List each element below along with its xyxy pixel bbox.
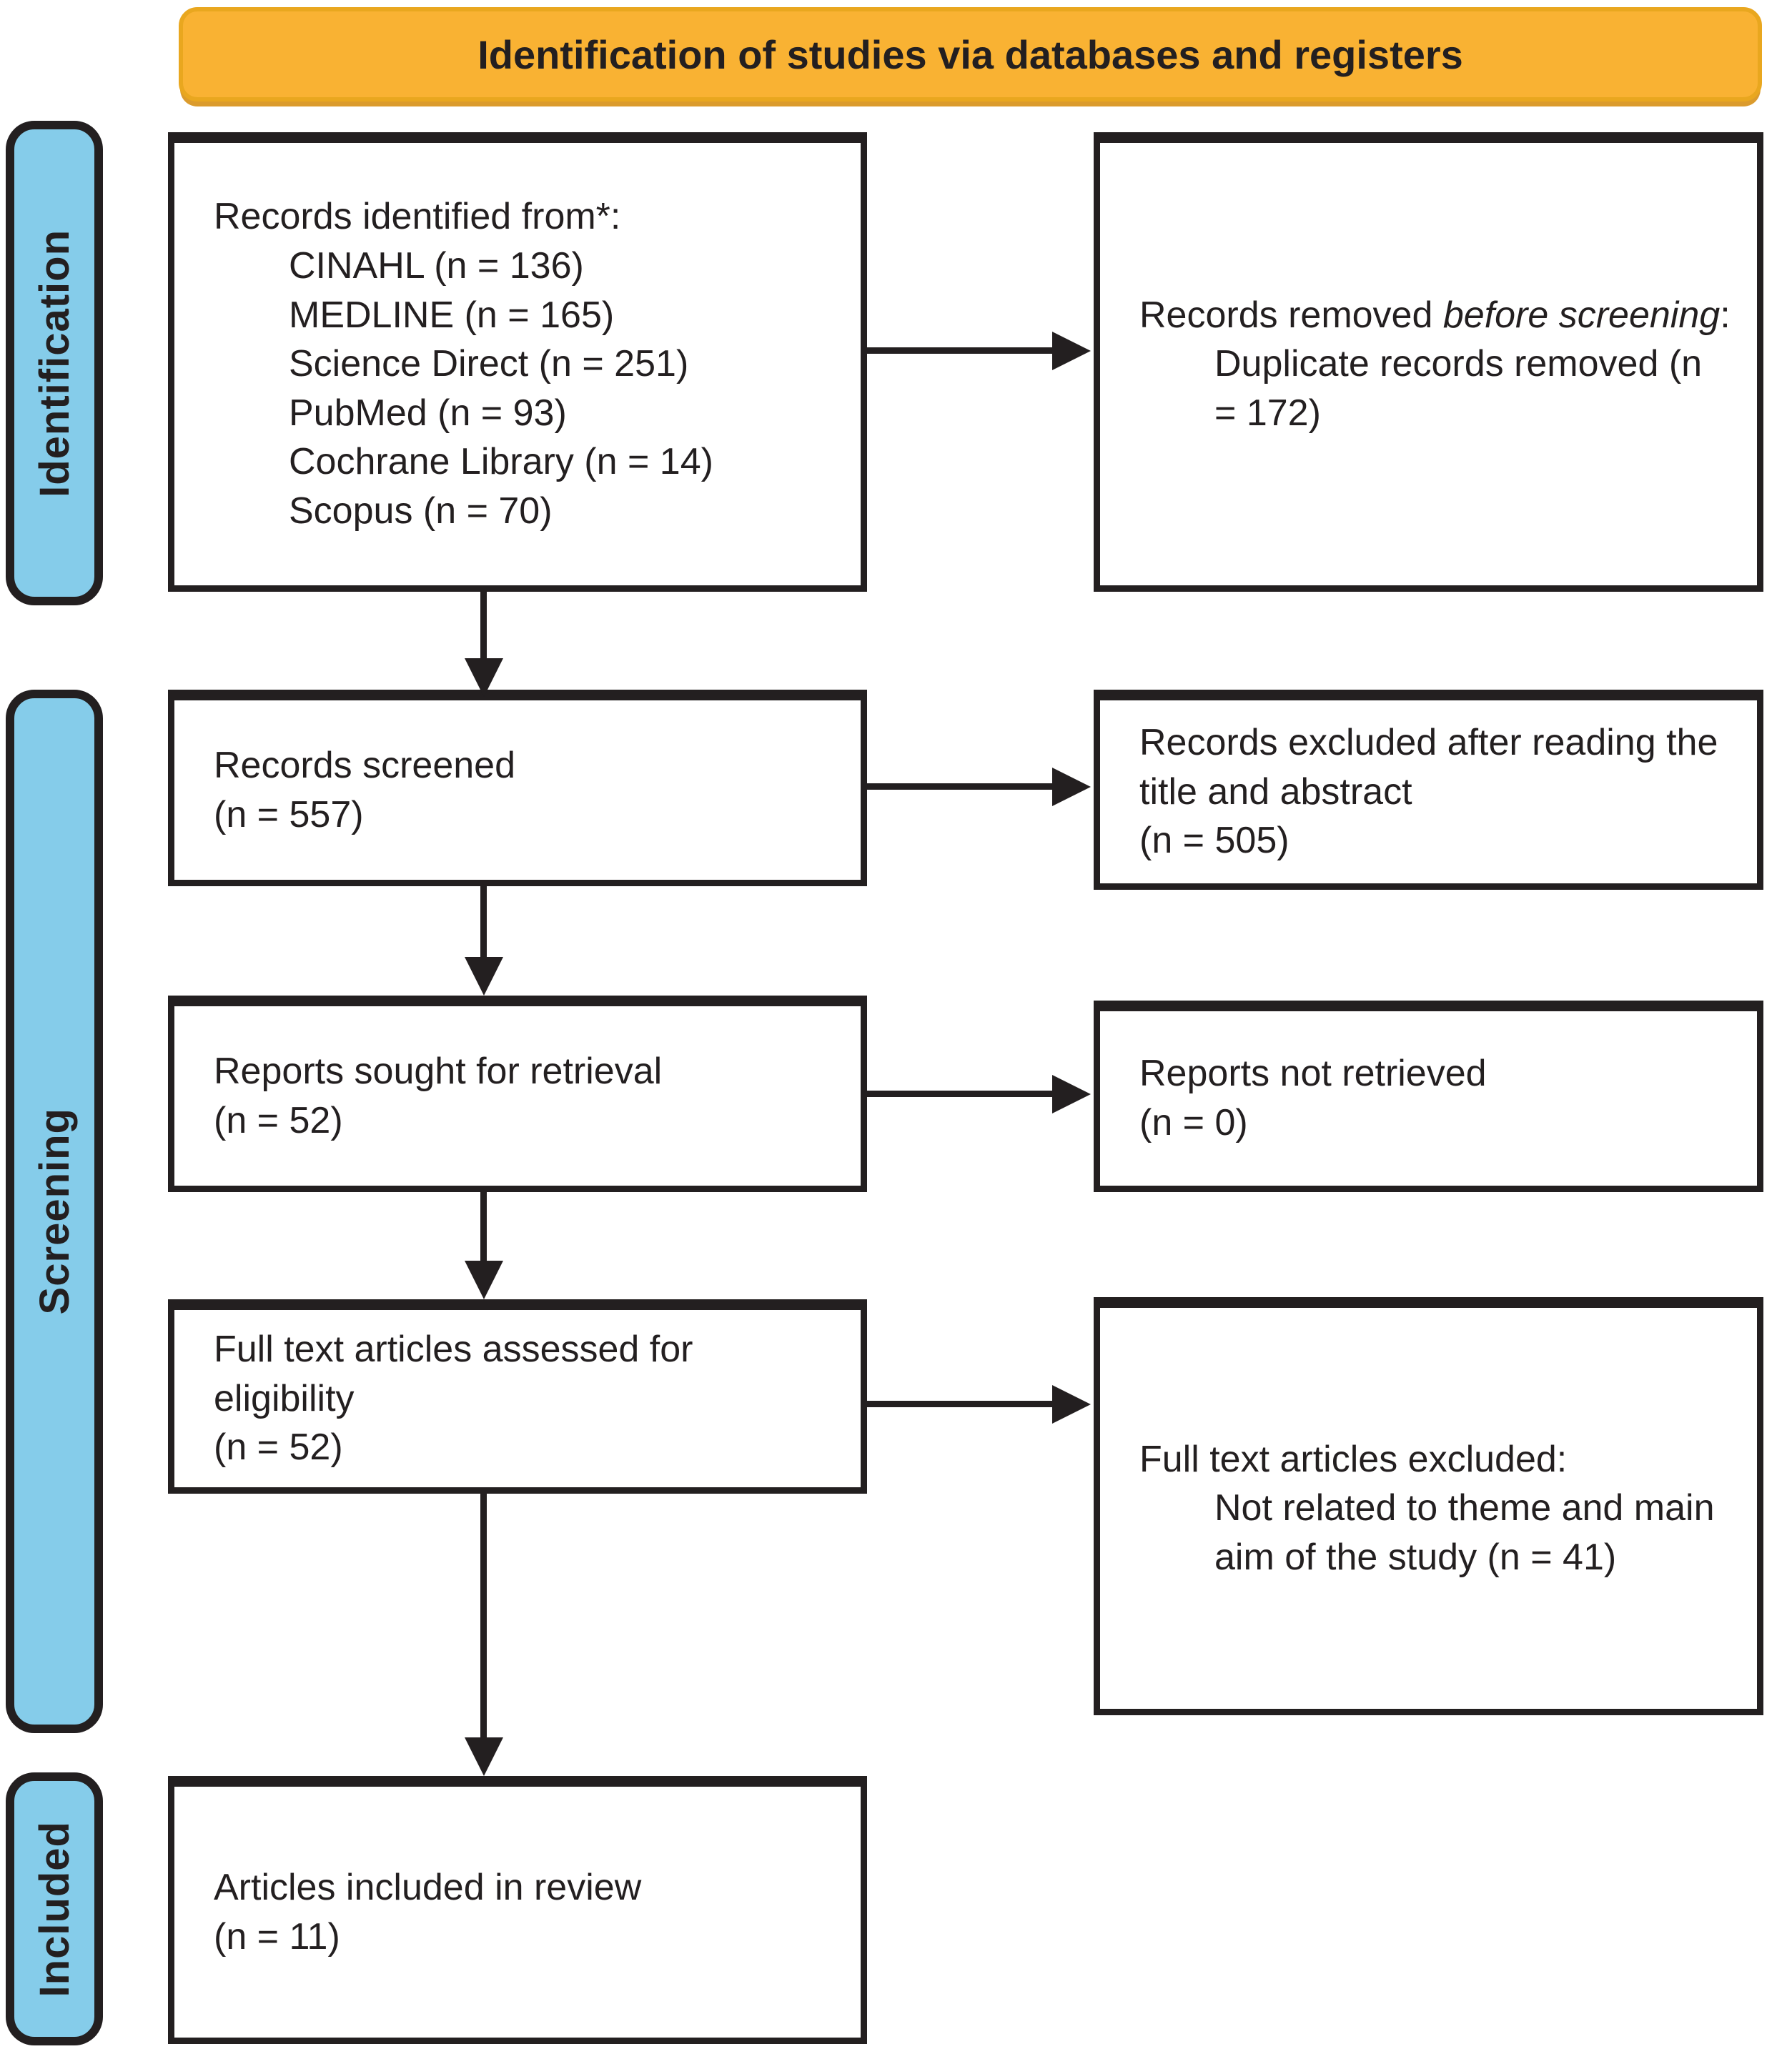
- articles-included-count: (n = 11): [214, 1915, 340, 1958]
- arrow-sought-to-assessed-line: [480, 1192, 487, 1261]
- box-records-identified: Records identified from*: CINAHL (n = 13…: [168, 132, 867, 592]
- records-identified-source-cinahl: CINAHL (n = 136): [289, 244, 584, 287]
- records-identified-source-sciencedirect: Science Direct (n = 251): [289, 343, 689, 385]
- box-articles-included: Articles included in review (n = 11): [168, 1776, 867, 2044]
- arrow-assessed-to-included-head: [465, 1737, 503, 1776]
- stage-label-identification: Identification: [6, 121, 103, 605]
- records-identified-source-scopus: Scopus (n = 70): [289, 490, 553, 532]
- arrow-screened-to-sought-line: [480, 886, 487, 957]
- arrow-assessed-to-ftexcluded-head: [1052, 1385, 1091, 1424]
- records-identified-source-pubmed: PubMed (n = 93): [289, 392, 567, 434]
- stage-label-screening: Screening: [6, 690, 103, 1733]
- reports-sought-count: (n = 52): [214, 1099, 343, 1141]
- arrow-screened-to-excluded-line: [867, 783, 1055, 790]
- fulltext-assessed-count: (n = 52): [214, 1427, 343, 1469]
- box-reports-sought: Reports sought for retrieval (n = 52): [168, 996, 867, 1192]
- arrow-assessed-to-included-line: [480, 1494, 487, 1737]
- arrow-identified-to-screened-head: [465, 658, 503, 697]
- box-records-screened: Records screened (n = 557): [168, 690, 867, 886]
- reports-not-retrieved-text: Reports not retrieved: [1139, 1053, 1487, 1095]
- records-screened-count: (n = 557): [214, 793, 364, 835]
- records-identified-title: Records identified from*:: [214, 196, 621, 238]
- records-removed-title-italic: before screening: [1442, 294, 1721, 336]
- records-identified-source-medline: MEDLINE (n = 165): [289, 294, 615, 336]
- arrow-screened-to-excluded-head: [1052, 768, 1091, 806]
- box-fulltext-excluded: Full text articles excluded: Not related…: [1094, 1297, 1763, 1715]
- arrow-sought-to-notretrieved-line: [867, 1091, 1055, 1097]
- fulltext-excluded-reason: Not related to theme and main aim of the…: [1214, 1487, 1715, 1578]
- records-removed-title: Records removed before screening:: [1139, 294, 1731, 336]
- arrow-screened-to-sought-head: [465, 957, 503, 996]
- box-fulltext-assessed: Full text articles assessed for eligibil…: [168, 1299, 867, 1494]
- box-records-removed: Records removed before screening: Duplic…: [1094, 132, 1763, 592]
- fulltext-excluded-title: Full text articles excluded:: [1139, 1438, 1568, 1480]
- records-identified-source-cochrane: Cochrane Library (n = 14): [289, 441, 713, 483]
- arrow-identified-to-screened-line: [480, 592, 487, 658]
- records-screened-text: Records screened: [214, 744, 515, 786]
- reports-not-retrieved-count: (n = 0): [1139, 1102, 1248, 1143]
- articles-included-text: Articles included in review: [214, 1866, 642, 1908]
- reports-sought-text: Reports sought for retrieval: [214, 1050, 663, 1092]
- arrow-assessed-to-ftexcluded-line: [867, 1401, 1055, 1407]
- stage-label-identification-text: Identification: [31, 229, 78, 497]
- records-excluded-text: Records excluded after reading the title…: [1139, 722, 1718, 813]
- arrow-identified-to-removed-head: [1052, 332, 1091, 370]
- records-excluded-count: (n = 505): [1139, 820, 1289, 862]
- box-reports-not-retrieved: Reports not retrieved (n = 0): [1094, 1001, 1763, 1192]
- fulltext-assessed-text: Full text articles assessed for eligibil…: [214, 1329, 693, 1419]
- stage-label-included: Included: [6, 1772, 103, 2045]
- records-removed-duplicates: Duplicate records removed (n = 172): [1214, 343, 1703, 434]
- arrow-sought-to-notretrieved-head: [1052, 1075, 1091, 1113]
- header-title: Identification of studies via databases …: [477, 31, 1463, 77]
- arrow-identified-to-removed-line: [867, 347, 1055, 354]
- arrow-sought-to-assessed-head: [465, 1261, 503, 1299]
- stage-label-screening-text: Screening: [31, 1108, 78, 1315]
- stage-label-included-text: Included: [31, 1820, 78, 1998]
- header-banner: Identification of studies via databases …: [179, 7, 1762, 101]
- box-records-excluded: Records excluded after reading the title…: [1094, 690, 1763, 890]
